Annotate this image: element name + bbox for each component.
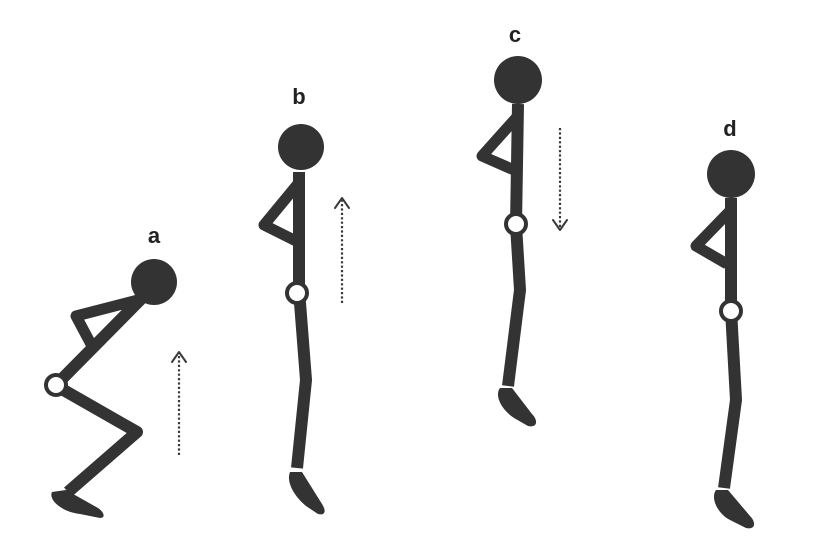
figure-d-body (718, 198, 742, 489)
figure-d: d (690, 116, 755, 529)
figure-c-label: c (509, 22, 521, 47)
figure-a-label: a (148, 223, 161, 248)
figure-b: b (258, 84, 350, 515)
figure-c-arrow (552, 128, 568, 231)
figure-d-label: d (723, 116, 736, 141)
figure-b-arrow-head (334, 197, 350, 209)
figure-a-head (131, 259, 177, 305)
figure-c-arm (476, 114, 521, 176)
figure-d-head (707, 150, 755, 198)
figure-a-hip-joint (44, 373, 68, 397)
figure-b-arm (258, 181, 302, 246)
figure-b-arrow (334, 197, 350, 303)
figure-c-arrow-head (552, 219, 568, 231)
figure-b-head (278, 124, 324, 170)
figure-d-arm (690, 208, 733, 269)
figure-d-foot (713, 490, 755, 529)
figure-b-label: b (292, 84, 305, 109)
figure-b-body (291, 172, 312, 469)
figure-a-torso (53, 293, 147, 388)
figure-a: a (44, 223, 187, 518)
figure-c-foot (497, 388, 537, 427)
figure-b-foot (288, 472, 325, 515)
figure-a-arm (70, 294, 140, 349)
figure-a-arrow (171, 351, 187, 455)
figure-a-arrow-head (171, 351, 187, 363)
figure-a-foot (51, 490, 104, 518)
figure-d-hip-joint (719, 299, 743, 323)
figure-c: c (476, 22, 568, 427)
figure-c-hip-joint (504, 212, 528, 236)
figure-c-body (502, 103, 526, 387)
figure-c-head (494, 56, 542, 104)
figure-b-hip-joint (285, 281, 309, 305)
figure-a-leg (57, 382, 143, 497)
